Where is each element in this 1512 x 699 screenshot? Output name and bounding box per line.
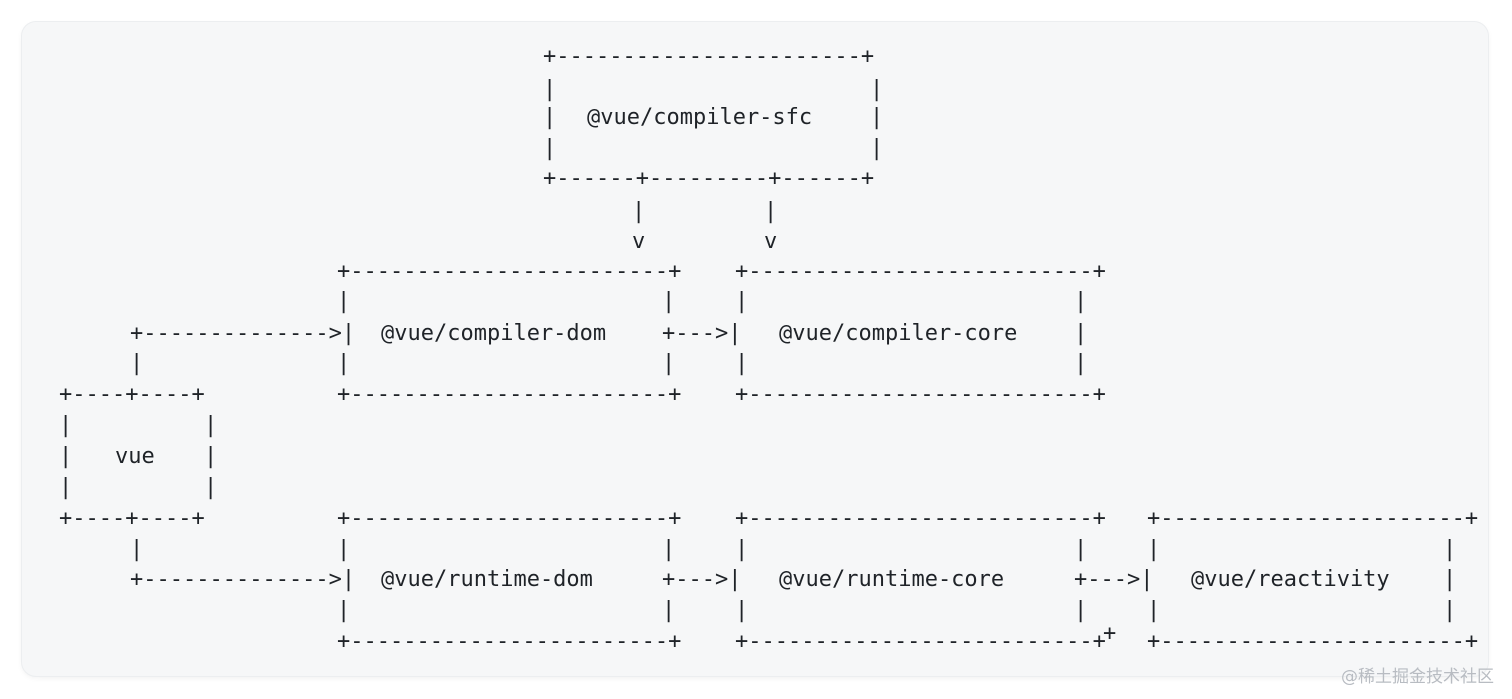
- edge-runtime-dom-to-core: +--->|: [662, 567, 741, 592]
- box-border: |: [1443, 598, 1456, 623]
- node-compiler-sfc: +-----------------------+ | | | | | | +-…: [543, 44, 883, 191]
- edge-vue-to-runtime-dom: | +-------------->|: [130, 537, 355, 592]
- box-border: |: [1443, 567, 1456, 592]
- node-label: @vue/runtime-dom: [381, 567, 593, 592]
- box-border: |: [204, 413, 217, 438]
- box-border: |: [1074, 321, 1087, 346]
- node-label: @vue/compiler-sfc: [587, 105, 812, 130]
- arrow-head: v: [764, 229, 777, 254]
- arrow-head: v: [632, 229, 645, 254]
- box-border: |: [1074, 537, 1087, 562]
- edge-sfc-to-compiler: | v | v: [632, 199, 777, 254]
- box-border: |: [870, 136, 883, 161]
- edge-line: +-------------->|: [130, 567, 355, 592]
- box-border: |: [543, 77, 556, 102]
- box-border: +-----------------------+: [1147, 506, 1478, 531]
- node-vue: +----+----+ | | | | | | +----+----+ vue: [59, 382, 217, 531]
- box-border: +------------------------+: [337, 382, 681, 407]
- box-border: +--------------------------+: [735, 629, 1106, 654]
- box-border: |: [59, 444, 72, 469]
- diagram-card: [22, 22, 1488, 676]
- box-border: |: [1074, 289, 1087, 314]
- node-label: vue: [115, 444, 155, 469]
- box-border: |: [662, 289, 675, 314]
- box-border: +--------------------------+: [735, 382, 1106, 407]
- edge-line: +-------------->|: [130, 321, 355, 346]
- box-border: |: [337, 289, 350, 314]
- edge-runtime-core-to-reactivity: +--->|: [1074, 567, 1153, 592]
- box-border: |: [1074, 351, 1087, 376]
- box-border: |: [1074, 598, 1087, 623]
- watermark: @稀土掘金技术社区: [1341, 667, 1494, 687]
- box-border: |: [59, 413, 72, 438]
- box-border: |: [204, 475, 217, 500]
- box-border: +----+----+: [59, 506, 205, 531]
- box-border: |: [662, 537, 675, 562]
- box-border: |: [337, 598, 350, 623]
- box-border: |: [1147, 537, 1160, 562]
- box-border: |: [870, 77, 883, 102]
- box-border: +--------------------------+: [735, 506, 1106, 531]
- box-border: |: [337, 351, 350, 376]
- box-border: |: [204, 444, 217, 469]
- node-label: @vue/runtime-core: [779, 567, 1004, 592]
- box-border: +----+----+: [59, 382, 205, 407]
- edge-line: |: [764, 199, 777, 224]
- edge-vue-to-compiler-dom: +-------------->| |: [130, 321, 355, 376]
- box-border: +------------------------+: [337, 506, 681, 531]
- box-border: +------------------------+: [337, 629, 681, 654]
- box-border: |: [870, 105, 883, 130]
- box-border: +-----------------------+: [543, 44, 874, 69]
- node-reactivity: +-----------------------+ | | | | | +---…: [1147, 506, 1478, 654]
- box-border: |: [543, 136, 556, 161]
- box-border: |: [543, 105, 556, 130]
- box-border: |: [735, 537, 748, 562]
- box-border: |: [59, 475, 72, 500]
- box-border: +--------------------------+: [735, 259, 1106, 284]
- node-compiler-core: +--------------------------+ | | | | | +…: [735, 259, 1106, 407]
- box-border: |: [662, 598, 675, 623]
- box-border: |: [735, 598, 748, 623]
- box-border: |: [337, 537, 350, 562]
- node-label: @vue/compiler-core: [779, 321, 1017, 346]
- box-border: |: [662, 351, 675, 376]
- node-runtime-dom: +------------------------+ | | | | +----…: [337, 506, 681, 654]
- node-runtime-core: +--------------------------+ | | | | +--…: [735, 506, 1106, 654]
- box-border: |: [1147, 598, 1160, 623]
- edge-compiler-dom-to-core: +--->|: [662, 321, 741, 346]
- box-border: |: [735, 289, 748, 314]
- edge-line: |: [130, 351, 143, 376]
- plus-mark: +: [1103, 621, 1116, 646]
- box-border: +-----------------------+: [1147, 629, 1478, 654]
- edge-line: |: [130, 537, 143, 562]
- box-border: +------+---------+------+: [543, 166, 874, 191]
- node-compiler-dom: +------------------------+ | | | | +----…: [337, 259, 681, 407]
- edge-line: |: [632, 199, 645, 224]
- box-border: +------------------------+: [337, 259, 681, 284]
- node-label: @vue/reactivity: [1191, 567, 1390, 592]
- box-border: |: [735, 351, 748, 376]
- box-border: |: [1443, 537, 1456, 562]
- node-label: @vue/compiler-dom: [381, 321, 606, 346]
